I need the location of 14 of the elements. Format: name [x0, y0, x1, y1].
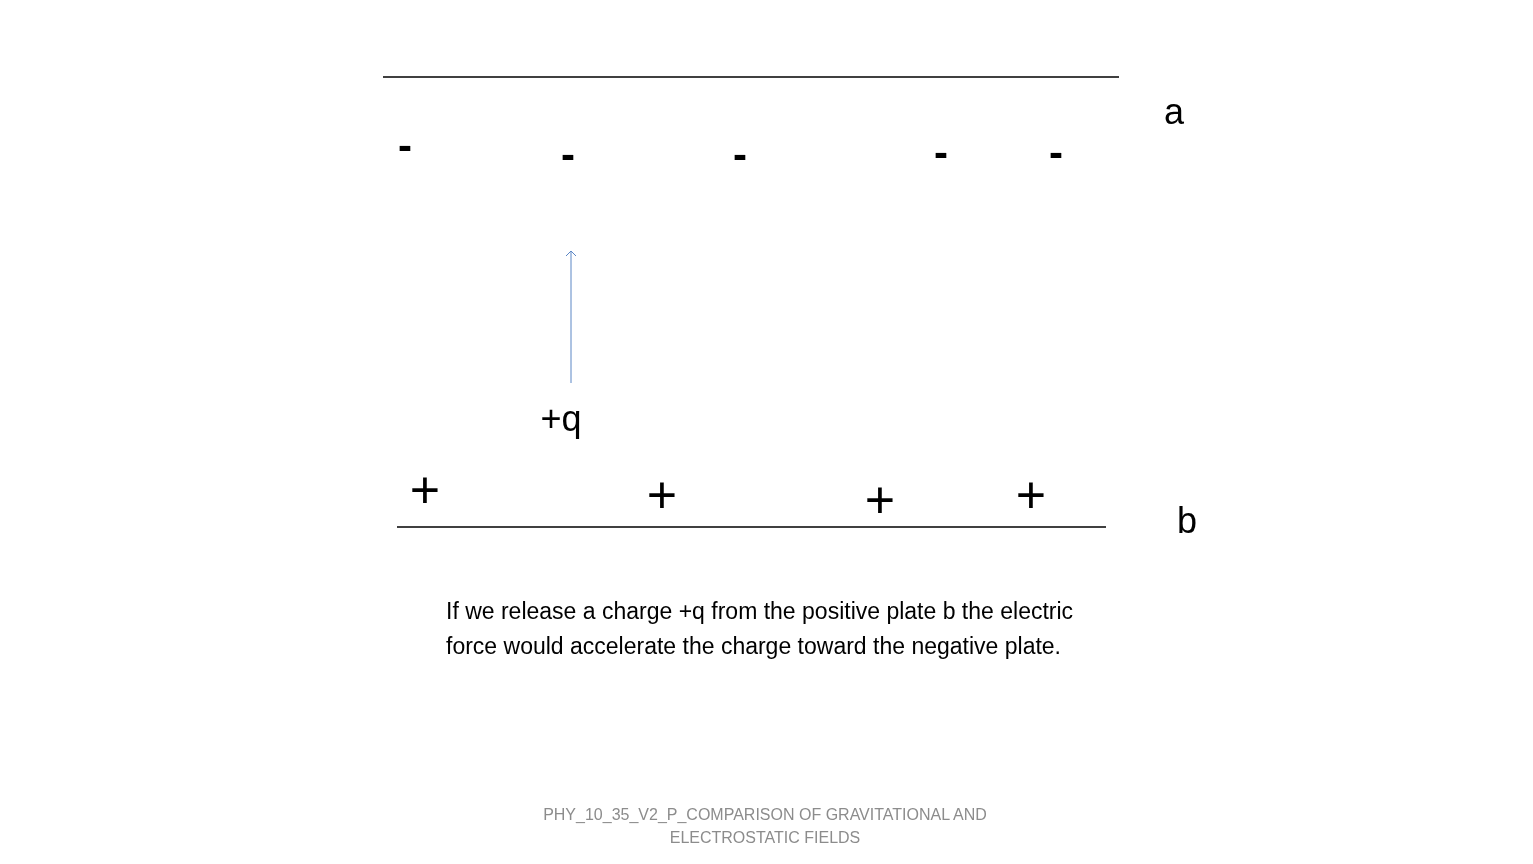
- minus-sign: -: [1049, 132, 1063, 174]
- minus-sign: -: [561, 134, 575, 176]
- plus-sign: +: [1015, 469, 1047, 521]
- plate-letter: b: [1177, 503, 1197, 539]
- plus-sign: +: [409, 464, 441, 516]
- minus-sign: -: [733, 134, 747, 176]
- minus-sign: -: [934, 132, 948, 174]
- explanation-text: If we release a charge +q from the positive plate b the electric force would accelerate the charge toward the negative plate.: [446, 597, 1075, 661]
- footer-caption: PHY_10_35_V2_P_COMPARISON OF GRAVITATIONAL AND ELECTROSTATIC FIELDS: [542, 805, 988, 848]
- charge-label: +q: [540, 401, 582, 437]
- plate-letter: a: [1164, 94, 1184, 130]
- minus-sign: -: [398, 125, 412, 167]
- plus-sign: +: [864, 474, 896, 526]
- plus-sign: +: [646, 469, 678, 521]
